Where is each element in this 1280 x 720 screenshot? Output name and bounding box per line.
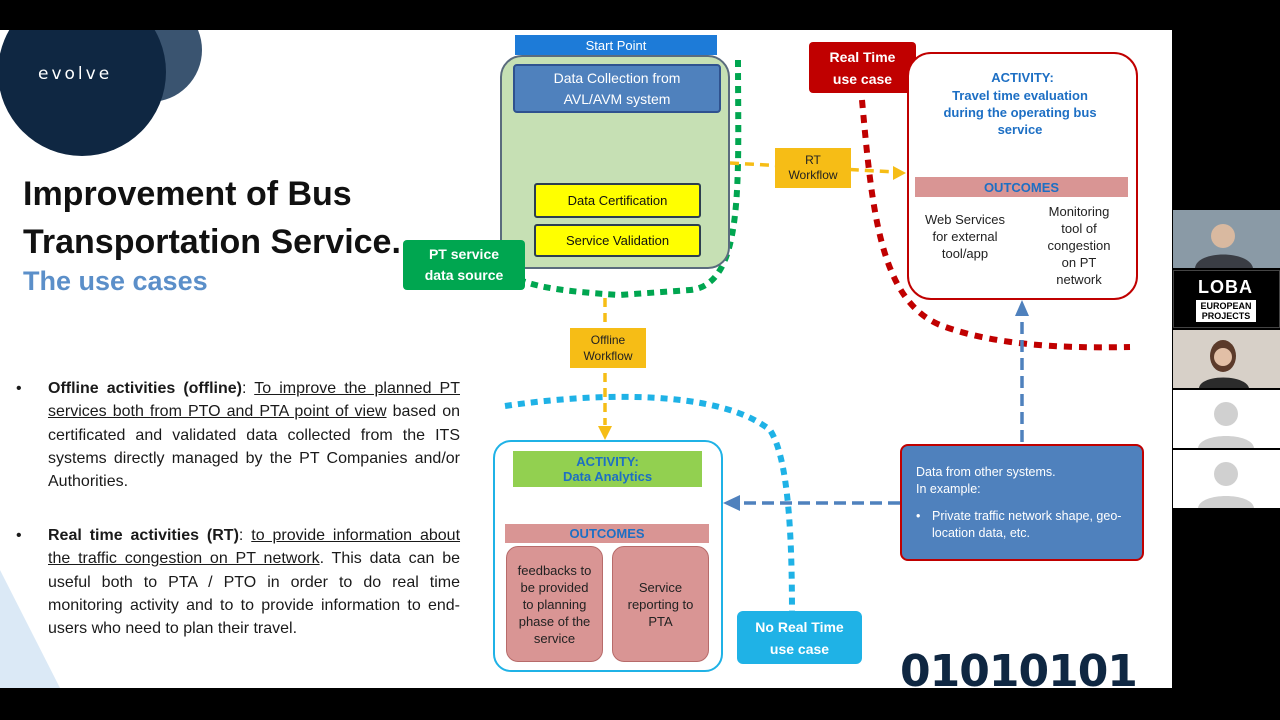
analytics-arrowhead [723,495,740,511]
bullet-realtime: • Real time activities (RT): to provide … [16,524,460,640]
slide-title-line2: Transportation Service. [23,223,401,261]
offline-outcomes-header: OUTCOMES [505,524,709,543]
cyan-dotted-boundary [504,393,795,617]
rt-workflow-label: RT Workflow [775,148,851,188]
person-avatar-icon [1173,210,1280,268]
bullet-underlined-text: To improve the planned PT services both … [48,380,460,421]
real-time-use-case-label: Real Time use case [809,42,916,93]
other-systems-line1: Data from other systems. [916,465,1056,479]
data-collection-box: Data Collection from AVL/AVM system [513,64,721,113]
other-systems-bullet-row: • Private traffic network shape, geo-loc… [916,508,1130,542]
user-placeholder-icon [1198,462,1254,508]
bullet-bold-label: Real time activities (RT) [48,527,239,544]
service-validation-box: Service Validation [534,224,701,257]
participant-placeholder-2[interactable] [1173,450,1280,508]
offline-activity-box: ACTIVITY: Data Analytics [513,451,702,487]
other-systems-bullet: Private traffic network shape, geo-locat… [932,509,1122,540]
brand-logo-text: LOBA [1198,277,1253,297]
bullet-colon: : [238,527,252,544]
no-real-time-use-case-label: No Real Time use case [737,611,862,664]
other-systems-box: Data from other systems. In example: • P… [900,444,1144,561]
rt-workflow-arrowhead [893,166,906,180]
bullet-dot: • [16,527,22,544]
decorative-shape [0,570,60,688]
bullet-offline: • Offline activities (offline): To impro… [16,377,460,493]
other-systems-line2: In example: [916,482,981,496]
rt-arrowhead [1015,300,1029,316]
user-placeholder-icon [1198,402,1254,448]
bullet-dot: • [916,509,921,523]
data-certification-box: Data Certification [534,183,701,218]
offline-activity-label: ACTIVITY: [576,454,639,469]
bullet-dot: • [16,380,22,397]
logo-background [0,30,202,156]
offline-activity-text: Data Analytics [562,469,653,484]
slide-subtitle: The use cases [23,266,208,296]
brand-logo-subtext: EUROPEAN PROJECTS [1196,300,1256,322]
pt-service-data-source-label: PT service data source [403,240,525,290]
bullet-underlined-text: to provide information about the traffic… [48,527,461,568]
rt-activity-label: ACTIVITY: [991,70,1054,85]
participant-video-1[interactable] [1173,210,1280,268]
red-dotted-boundary [859,99,1131,351]
participant-logo-tile[interactable]: LOBA EUROPEAN PROJECTS [1173,270,1280,328]
offline-outcome-feedbacks: feedbacks to be provided to planning pha… [506,546,603,662]
start-point-label: Start Point [515,35,717,55]
bullet-bold-label: Offline activities (offline) [48,380,242,397]
offline-workflow-arrowhead [598,426,612,440]
rt-outcome-web-services: Web Services for external tool/app [925,212,1005,261]
rt-activity-container [907,52,1138,300]
footer-binary-decoration: 01010101 [900,650,1137,688]
rt-outcome-monitoring-tool: Monitoring tool of congestion on PT netw… [1047,204,1111,287]
evolve-logo: evolve [38,64,113,84]
participant-placeholder-1[interactable] [1173,390,1280,448]
offline-workflow-label: Offline Workflow [570,328,646,368]
bullet-text: based on certificated and validated data… [48,403,460,491]
rt-activity-text: Travel time evaluation during the operat… [943,88,1097,137]
person-avatar-icon [1173,330,1280,388]
offline-outcome-service-reporting: Service reporting to PTA [612,546,709,662]
slide-title-line1: Improvement of Bus [23,175,352,213]
presentation-slide: evolve Improvement of Bus Transportation… [0,30,1172,688]
green-dotted-boundary [518,59,742,299]
bullet-text: . This data can be useful both to PTA / … [48,550,460,638]
bullet-colon: : [241,380,255,397]
participant-video-2[interactable] [1173,330,1280,388]
rt-outcomes-header: OUTCOMES [915,177,1128,197]
